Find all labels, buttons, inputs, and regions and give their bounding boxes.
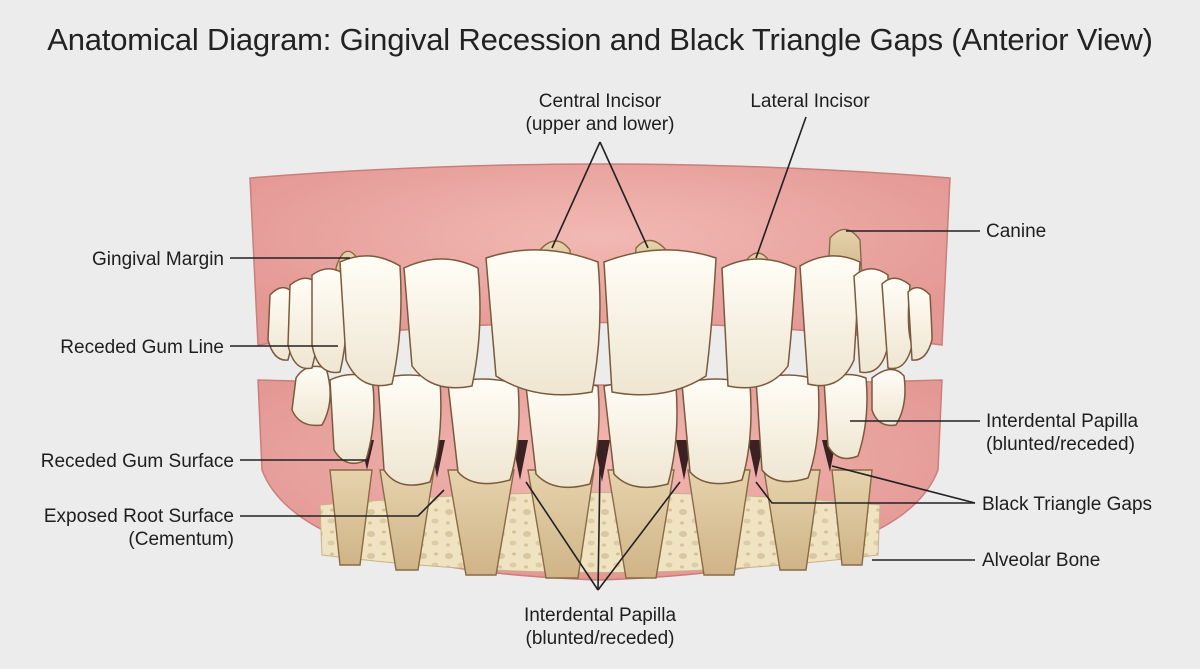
lower-roots (329, 469, 873, 579)
label-lateral-incisor-line1: Lateral Incisor (750, 91, 870, 112)
label-central-incisor-line1: Central Incisor (538, 91, 662, 112)
label-receded-gum-line-line1: Receded Gum Line (60, 337, 224, 358)
label-black-triangle-gaps: Black Triangle Gaps (982, 493, 1152, 516)
label-receded-gum-line: Receded Gum Line (20, 336, 224, 359)
label-canine: Canine (986, 220, 1046, 243)
label-interdental-papilla-bottom: Interdental Papilla (blunted/receded) (490, 604, 710, 650)
label-exposed-root-surface: Exposed Root Surface (Cementum) (10, 505, 234, 551)
label-interdental-papilla-right: Interdental Papilla (blunted/receded) (986, 410, 1138, 456)
label-exposed-root-surface-line2: (Cementum) (128, 529, 234, 550)
lower-crowns (291, 365, 906, 489)
label-interdental-papilla-right-line2: (blunted/receded) (986, 434, 1135, 455)
label-receded-gum-surface-line1: Receded Gum Surface (40, 451, 234, 472)
label-exposed-root-surface-line1: Exposed Root Surface (43, 506, 234, 527)
label-receded-gum-surface: Receded Gum Surface (10, 450, 234, 473)
label-central-incisor: Central Incisor (upper and lower) (500, 90, 700, 136)
label-lateral-incisor: Lateral Incisor (730, 90, 890, 113)
label-interdental-papilla-bottom-line2: (blunted/receded) (525, 628, 675, 649)
upper-crowns (267, 249, 933, 396)
label-canine-line1: Canine (986, 221, 1047, 242)
label-black-triangle-gaps-line1: Black Triangle Gaps (982, 494, 1153, 515)
page-title: Anatomical Diagram: Gingival Recession a… (47, 22, 1153, 57)
label-interdental-papilla-bottom-line1: Interdental Papilla (523, 605, 677, 626)
label-gingival-margin: Gingival Margin (20, 248, 224, 271)
label-alveolar-bone: Alveolar Bone (982, 549, 1100, 572)
label-alveolar-bone-line1: Alveolar Bone (982, 550, 1101, 571)
label-interdental-papilla-right-line1: Interdental Papilla (986, 411, 1139, 432)
label-gingival-margin-line1: Gingival Margin (92, 249, 224, 270)
label-central-incisor-line2: (upper and lower) (525, 114, 675, 135)
